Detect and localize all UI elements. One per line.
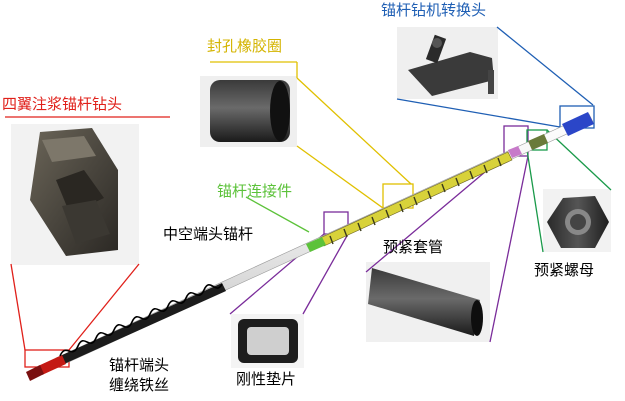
bolt-assembly <box>26 112 594 381</box>
label-wire-line1: 锚杆端头 <box>109 356 170 374</box>
label-seal-ring: 封孔橡胶圈 <box>207 37 283 55</box>
label-washer: 刚性垫片 <box>236 370 297 388</box>
label-drill-bit: 四翼注浆锚杆钻头 <box>2 95 123 113</box>
sleeve-photo <box>366 262 490 342</box>
label-connector: 锚杆连接件 <box>217 182 293 200</box>
nut-photo <box>543 189 611 252</box>
connector-leader <box>245 196 310 233</box>
label-drill-adapter: 锚杆钻机转换头 <box>381 1 487 19</box>
washer-photo <box>231 314 304 368</box>
bit-leader <box>5 116 170 368</box>
rubber-ring-photo <box>200 76 297 147</box>
wire-coil <box>59 283 223 357</box>
label-pre-sleeve: 预紧套管 <box>383 238 444 256</box>
drill-bit-photo <box>11 124 139 265</box>
adapter-photo <box>397 27 498 99</box>
label-pre-nut: 预紧螺母 <box>534 261 595 279</box>
label-hollow-rod: 中空端头锚杆 <box>163 225 254 243</box>
label-wire-line2: 缠绕铁丝 <box>109 376 170 394</box>
